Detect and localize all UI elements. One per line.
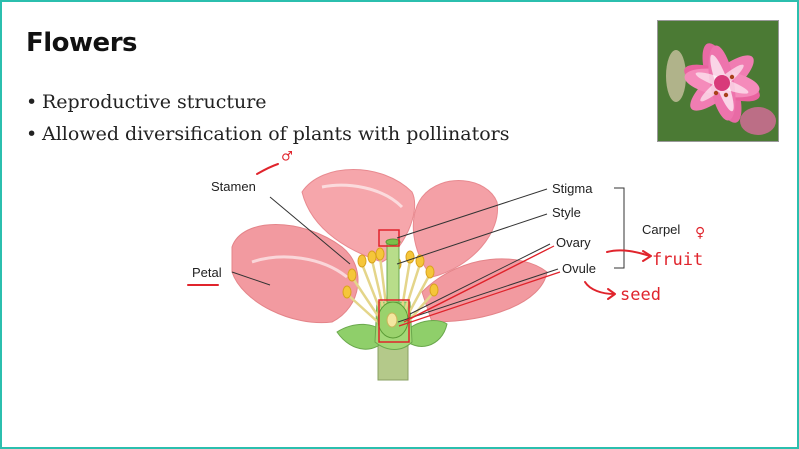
- bullet-dot: •: [26, 123, 38, 145]
- petal-shape: [421, 258, 548, 323]
- petal-shape: [301, 169, 416, 263]
- bullet-item: •Allowed diversification of plants with …: [26, 120, 510, 152]
- style-shape: [386, 241, 400, 303]
- label-ovary: Ovary: [556, 235, 591, 250]
- fruit-arrow: [606, 249, 651, 257]
- label-ovule: Ovule: [562, 261, 596, 276]
- slide-title: Flowers: [26, 28, 138, 58]
- bullet-text: Reproductive structure: [42, 91, 267, 113]
- male-arrow: [256, 163, 279, 175]
- bullet-dot: •: [26, 91, 38, 113]
- bullet-text: Allowed diversification of plants with p…: [42, 123, 510, 145]
- seed-arrow: [584, 281, 615, 295]
- female-symbol: ♀: [695, 223, 705, 243]
- bullet-list: •Reproductive structure •Allowed diversi…: [26, 88, 510, 152]
- fruit-arrowhead: [642, 250, 652, 262]
- label-carpel: Carpel: [642, 222, 680, 237]
- male-symbol: ♂: [282, 147, 293, 167]
- lily-photo: [657, 20, 779, 142]
- fruit-annotation: fruit: [652, 250, 703, 270]
- label-petal: Petal: [192, 265, 222, 280]
- stigma-shape: [385, 238, 401, 246]
- label-style: Style: [552, 205, 581, 220]
- petal-shape: [412, 180, 499, 278]
- petal-shape: [231, 224, 359, 324]
- label-stigma: Stigma: [552, 181, 593, 196]
- ovule-shape: [386, 312, 398, 328]
- sepal: [401, 320, 448, 347]
- label-stamen: Stamen: [211, 179, 256, 194]
- seed-arrowhead: [607, 288, 616, 300]
- carpel-bracket: [614, 187, 625, 269]
- bullet-item: •Reproductive structure: [26, 88, 510, 120]
- seed-annotation: seed: [620, 285, 661, 305]
- lily-image: [658, 21, 778, 141]
